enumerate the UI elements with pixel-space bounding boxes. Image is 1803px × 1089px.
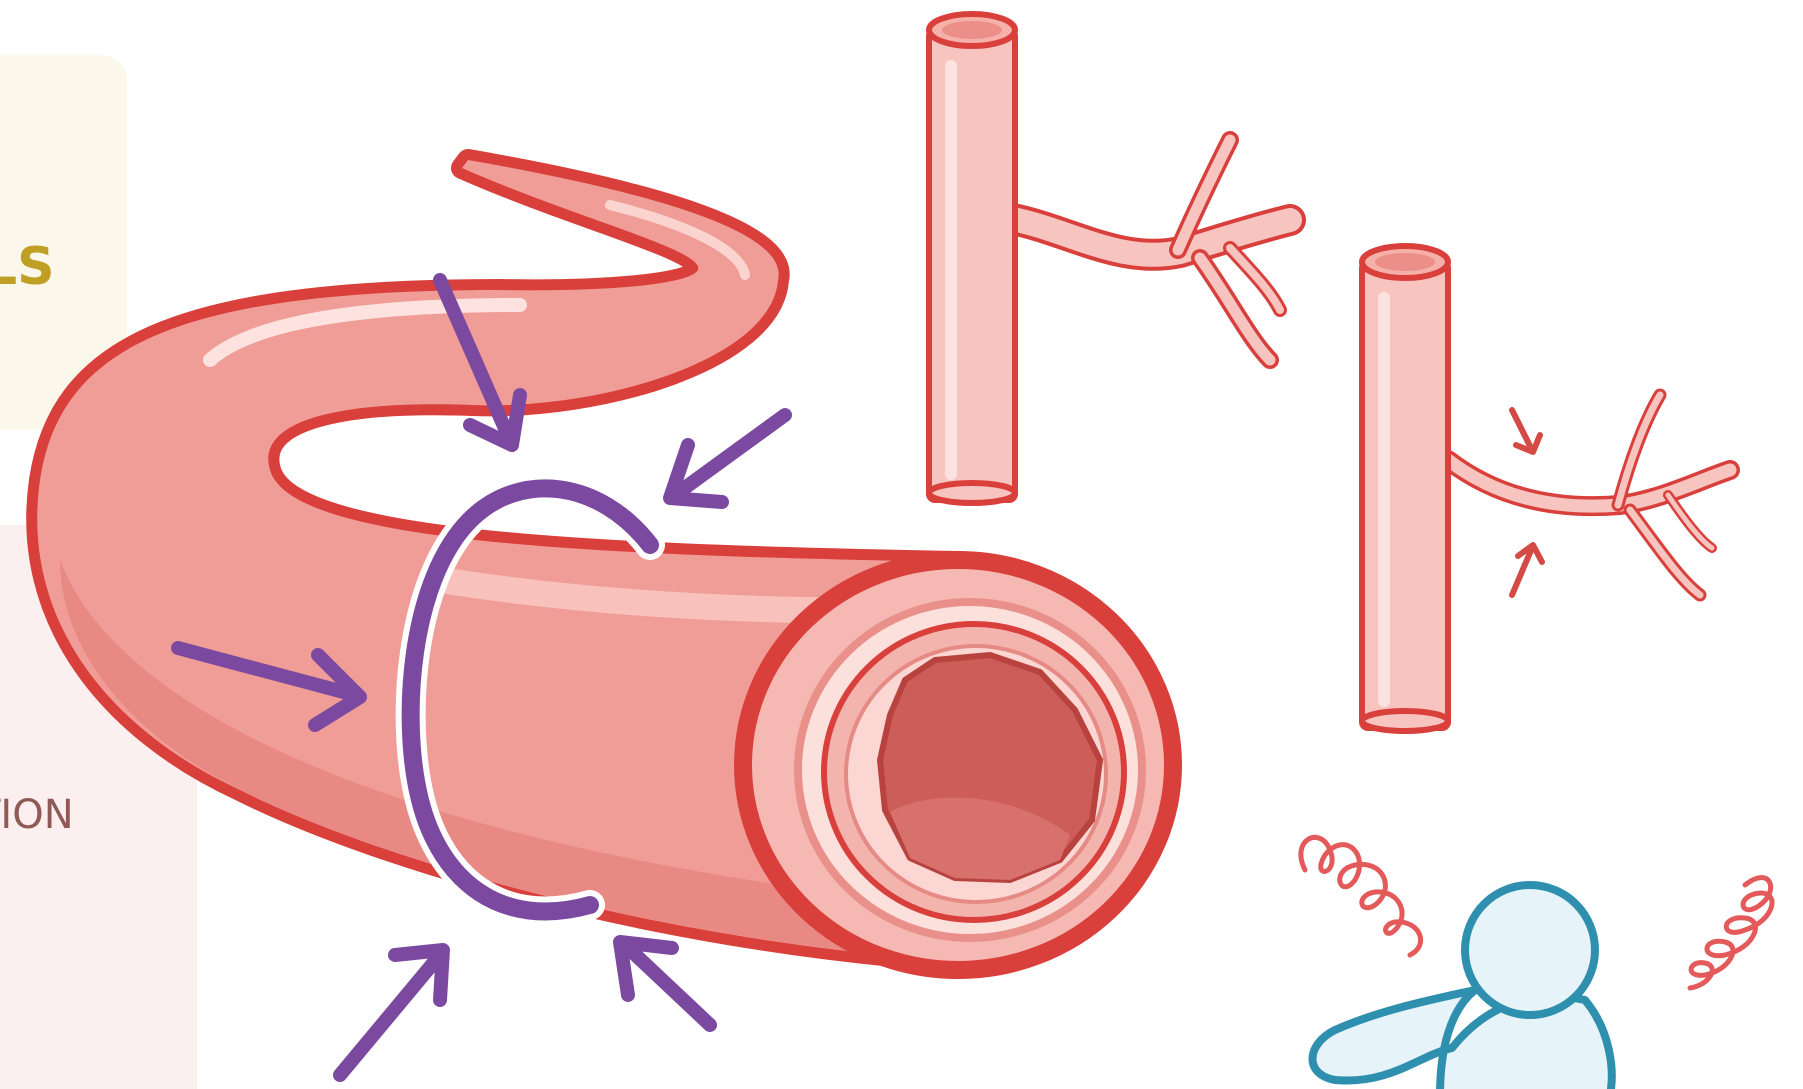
artery-normal-trunk-highlight (945, 60, 957, 480)
artery-narrowed-trunk (1362, 262, 1448, 728)
artery-normal (929, 14, 1290, 503)
artery-narrowed (1362, 246, 1730, 731)
dizzy-squiggle-right (1690, 878, 1772, 988)
dizzy-squiggle-left (1301, 837, 1421, 955)
artery-normal-base (929, 483, 1015, 503)
narrowing-arrow-top (1512, 410, 1540, 452)
compression-arrow-bottom-left (340, 950, 443, 1075)
compression-arrow-top-right (670, 415, 785, 502)
artery-narrowed-base (1362, 711, 1448, 731)
compression-arrow-bottom-right (620, 942, 710, 1025)
artery-normal-trunk (929, 30, 1015, 500)
dizzy-person (1301, 837, 1772, 1089)
person-head (1465, 885, 1595, 1015)
narrowing-arrow-bottom (1512, 545, 1542, 595)
artery-narrowed-trunk-highlight (1378, 292, 1390, 707)
